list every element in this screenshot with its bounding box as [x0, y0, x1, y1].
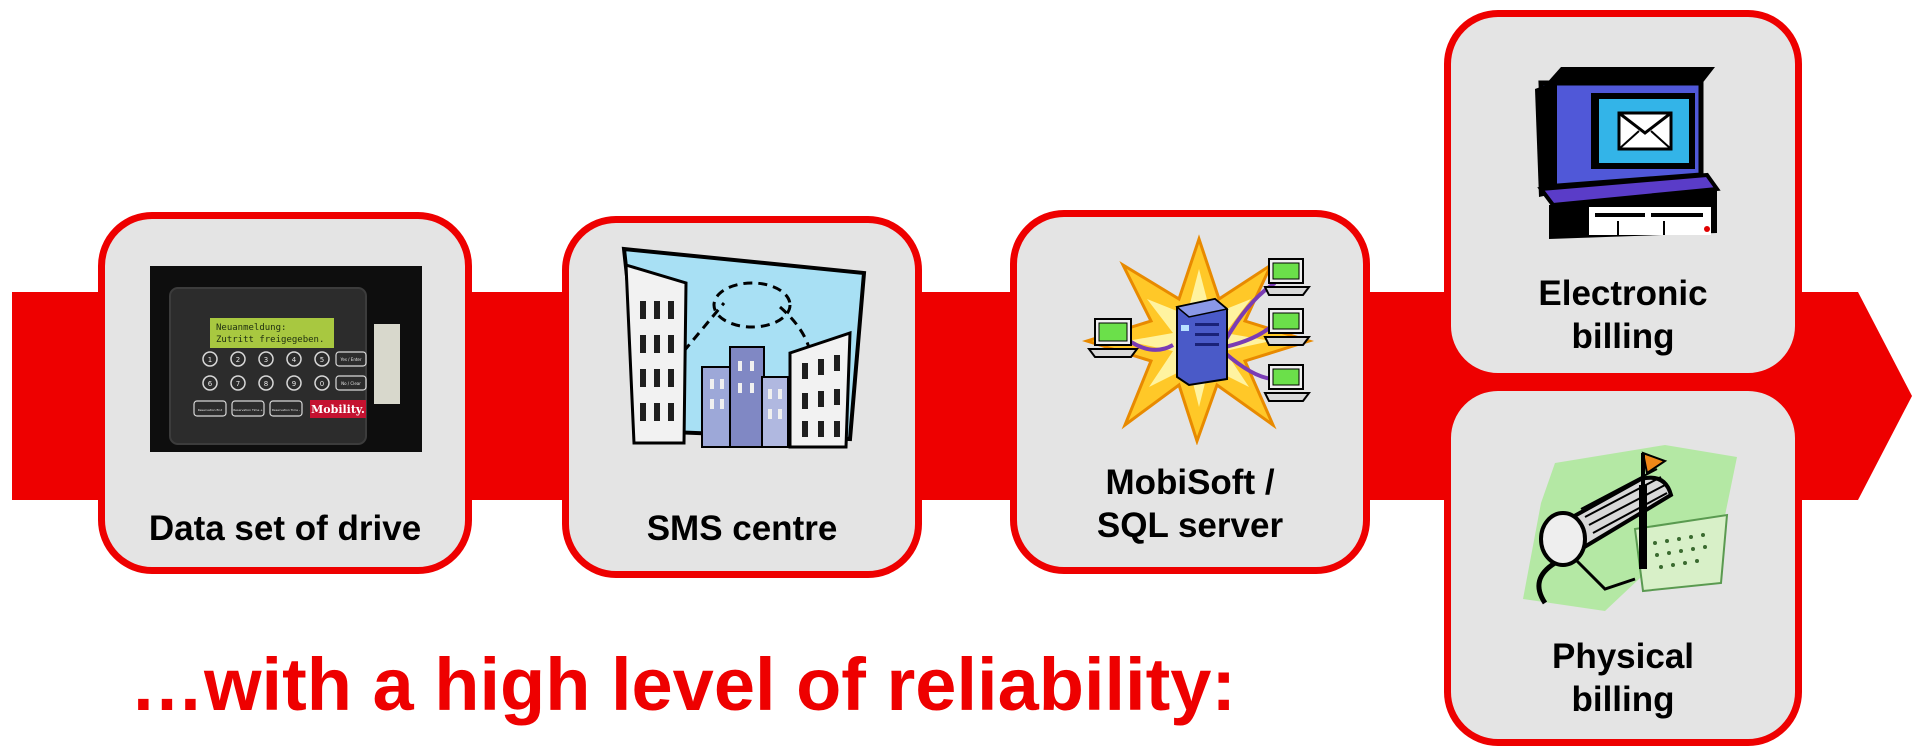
mobisoft-label-line-2: SQL server [1096, 506, 1284, 545]
key-5: 5 [320, 356, 324, 364]
key-1: 1 [208, 356, 212, 364]
electronic-billing-label-line-1: Electronic [1538, 274, 1708, 313]
card-terminal-photo: Neuanmeldung: Zutritt freigegeben. 1 2 3… [150, 266, 422, 452]
screen-line-1: Neuanmeldung: [216, 323, 286, 333]
screen-line-2: Zutritt freigegeben. [216, 335, 324, 345]
mailbox-icon [1523, 445, 1737, 611]
key-9: 9 [292, 380, 296, 388]
key-6: 6 [208, 380, 213, 388]
key-7: 7 [236, 380, 240, 388]
city-buildings-icon [621, 246, 867, 449]
key-3: 3 [264, 356, 268, 364]
key-8: 8 [264, 380, 268, 388]
sms-centre-label: SMS centre [646, 509, 838, 548]
mobisoft-server-card: MobiSoft / SQL server [1010, 210, 1370, 574]
mobility-logo: Mobility. [311, 403, 365, 416]
key-4: 4 [292, 356, 297, 364]
sms-centre-card: SMS centre [562, 216, 922, 578]
mobisoft-label-line-1: MobiSoft / [1105, 463, 1275, 502]
network-server-icon [1081, 234, 1315, 445]
data-set-label: Data set of drive [148, 509, 422, 548]
physical-billing-label-line-2: billing [1571, 680, 1675, 719]
key-no-clear: No / Clear [341, 381, 361, 386]
reliability-headline: …with a high level of reliability: [130, 643, 1237, 726]
physical-billing-card: Physical billing [1444, 384, 1802, 746]
key-0: 0 [320, 380, 324, 388]
key-yes-enter: Yes / Enter [339, 357, 361, 362]
electronic-billing-label-line-2: billing [1571, 317, 1675, 356]
electronic-billing-card: Electronic billing [1444, 10, 1802, 380]
key-reservation-time-plus: Reservation Time + [233, 408, 263, 412]
computer-email-icon [1535, 67, 1721, 239]
data-set-card: Neuanmeldung: Zutritt freigegeben. 1 2 3… [98, 212, 472, 574]
physical-billing-label-line-1: Physical [1551, 637, 1695, 676]
key-reservation-end: Reservation End [198, 408, 223, 412]
key-2: 2 [236, 356, 240, 364]
key-reservation-time-minus: Reservation Time - [272, 408, 300, 412]
